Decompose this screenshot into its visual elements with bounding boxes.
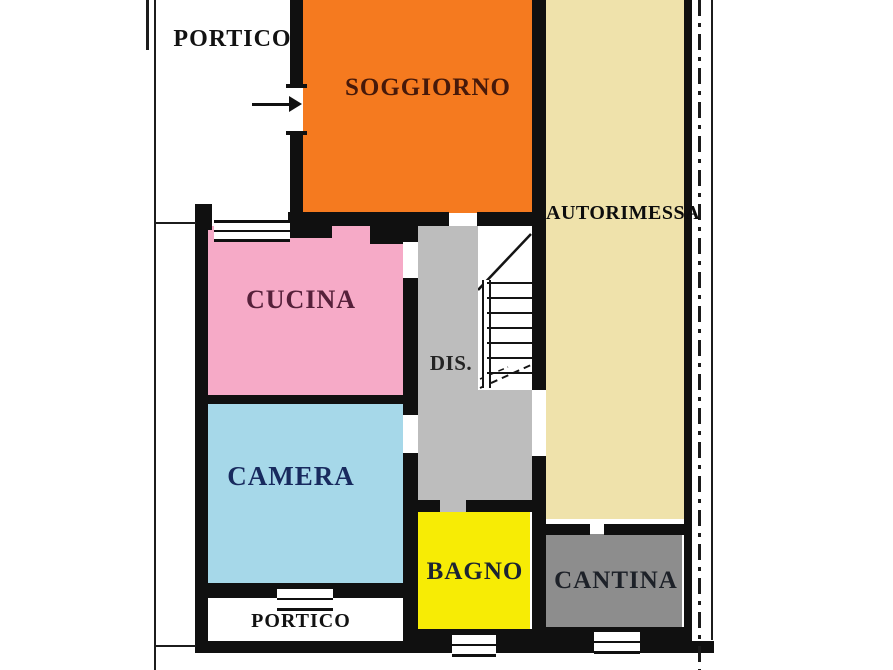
wall-left xyxy=(195,204,208,652)
room-label-soggiorno: SOGGIORNO xyxy=(345,74,511,101)
wall-cucina-right-upper xyxy=(403,226,418,242)
wall-autorimessa-left-lower xyxy=(532,456,546,636)
entrance-arrow-icon xyxy=(252,103,292,106)
room-label-cucina: CUCINA xyxy=(246,285,356,314)
room-cucina xyxy=(207,226,403,396)
boundary-line-right xyxy=(711,0,713,640)
staircase xyxy=(478,226,532,390)
stair-tread xyxy=(487,372,532,374)
wall-left-top-pier xyxy=(195,204,212,230)
wall-pier-b xyxy=(370,218,403,244)
stair-tread xyxy=(487,297,532,299)
stair-tread xyxy=(487,342,532,344)
window-camera xyxy=(277,586,333,611)
wall-portico-divider-lower xyxy=(290,133,303,224)
boundary-stub-top-left xyxy=(146,0,149,50)
wall-cantina-top-right xyxy=(604,524,684,535)
stair-tread xyxy=(487,312,532,314)
entrance-arrow-head-icon xyxy=(289,96,302,112)
property-dashdot-line xyxy=(698,0,701,670)
room-bagno xyxy=(418,512,530,630)
wall-pier-a xyxy=(288,212,332,238)
wall-autorimessa-right xyxy=(684,0,692,642)
room-label-portico-bottom: PORTICO xyxy=(251,610,351,632)
wall-bagno-top-right xyxy=(466,500,532,512)
wall-cucina-right-lower xyxy=(403,278,418,415)
room-label-bagno: BAGNO xyxy=(426,558,524,585)
stair-tread xyxy=(487,357,532,359)
room-label-cantina: CANTINA xyxy=(554,567,678,594)
room-label-portico-top: PORTICO xyxy=(173,26,292,52)
boundary-line-left xyxy=(154,0,156,670)
room-label-dis: DIS. xyxy=(429,351,473,375)
window-pane xyxy=(277,597,333,600)
wall-autorimessa-left-upper xyxy=(532,0,546,390)
boundary-tick-lower xyxy=(154,645,196,647)
wall-camera-right xyxy=(403,453,418,652)
room-cantina xyxy=(546,534,682,627)
room-label-autorimessa: AUTORIMESSA xyxy=(546,202,701,224)
window-bagno xyxy=(452,632,496,657)
room-camera xyxy=(207,403,403,583)
boundary-tick-upper xyxy=(154,222,196,224)
window-cantina xyxy=(594,629,640,654)
stair-tread xyxy=(487,327,532,329)
window-pane xyxy=(214,230,290,232)
stair-stringer xyxy=(482,280,491,388)
wall-soggiorno-bottom-right xyxy=(477,212,546,226)
wall-cucina-camera-divider xyxy=(207,395,403,404)
wall-cantina-top-left xyxy=(546,524,590,535)
door-jamb-top xyxy=(286,84,307,88)
wall-portico-divider-upper xyxy=(290,0,303,88)
wall-bagno-top-left xyxy=(418,500,440,512)
window-cucina xyxy=(214,220,290,242)
window-pane xyxy=(452,643,496,646)
window-pane xyxy=(594,640,640,643)
room-autorimessa xyxy=(546,0,684,519)
room-soggiorno xyxy=(303,0,533,213)
room-label-camera: CAMERA xyxy=(227,461,355,491)
stair-tread xyxy=(487,282,532,284)
door-jamb-bottom xyxy=(286,131,307,135)
